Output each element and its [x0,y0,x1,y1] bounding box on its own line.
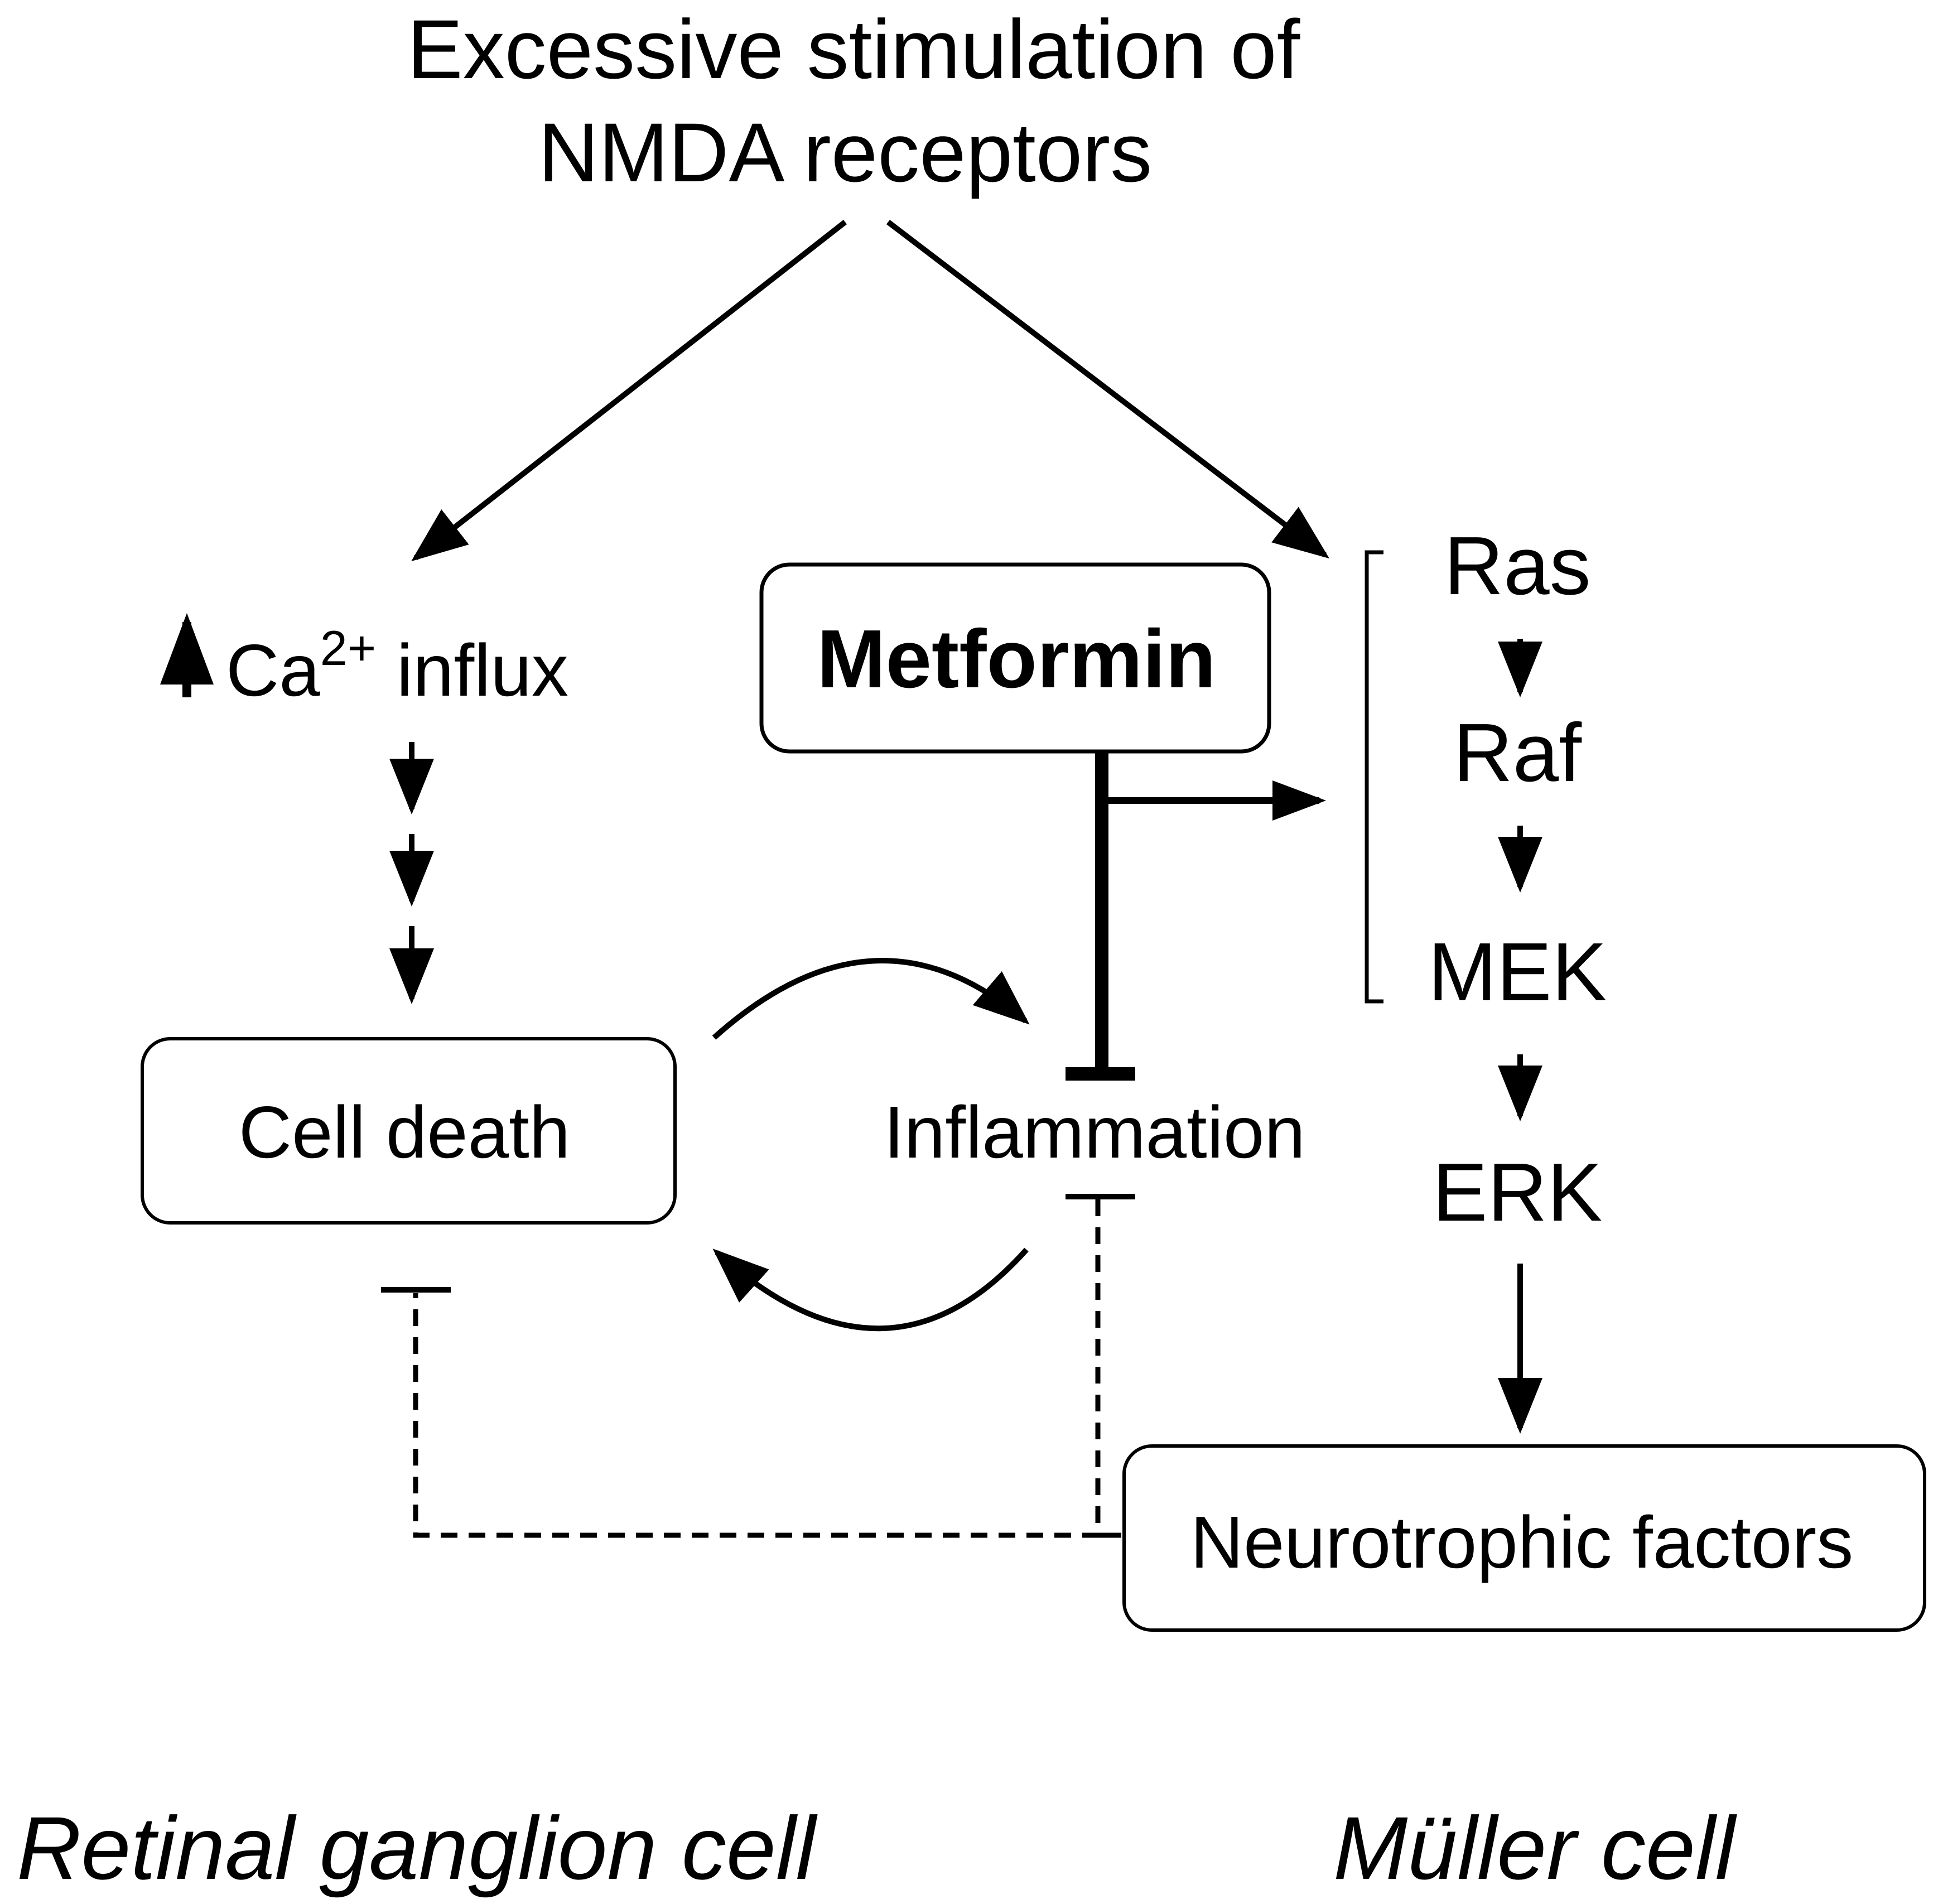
calcium-influx-label: Ca2+ influx [226,620,568,711]
arrow-stimulus-to-calcium [411,220,847,562]
arc-celldeath-to-inflammation [712,958,1030,1040]
cell-label-left: Retinal ganglion cell [17,1798,818,1898]
arrow-stimulus-to-ras [886,220,1329,559]
stimulus-line-2: NMDA receptors [538,105,1152,199]
neurotrophic-box [1122,1444,1926,1632]
raf-label: Raf [1453,707,1582,799]
erk-label: ERK [1433,1146,1602,1238]
arc-inflammation-to-celldeath [712,1247,1029,1332]
calcium-prefix: Ca [226,629,320,711]
metformin-label: Metformin [817,613,1216,705]
inflammation-label: Inflammation [884,1091,1305,1173]
mek-label: MEK [1428,926,1607,1018]
dashed-inhibition-path [413,1199,1101,1538]
cell-death-box [141,1037,677,1225]
ras-label: Ras [1444,520,1590,612]
calcium-suffix: influx [376,629,568,711]
neurotrophic-label: Neurotrophic factors [1190,1501,1854,1583]
calcium-superscript: 2+ [320,620,376,676]
cell-death-label: Cell death [239,1091,570,1173]
stimulus-line-1: Excessive stimulation of [407,2,1300,96]
cell-label-right: Müller cell [1333,1798,1738,1898]
pathway-bracket [1365,550,1383,1004]
metformin-box [759,562,1271,754]
